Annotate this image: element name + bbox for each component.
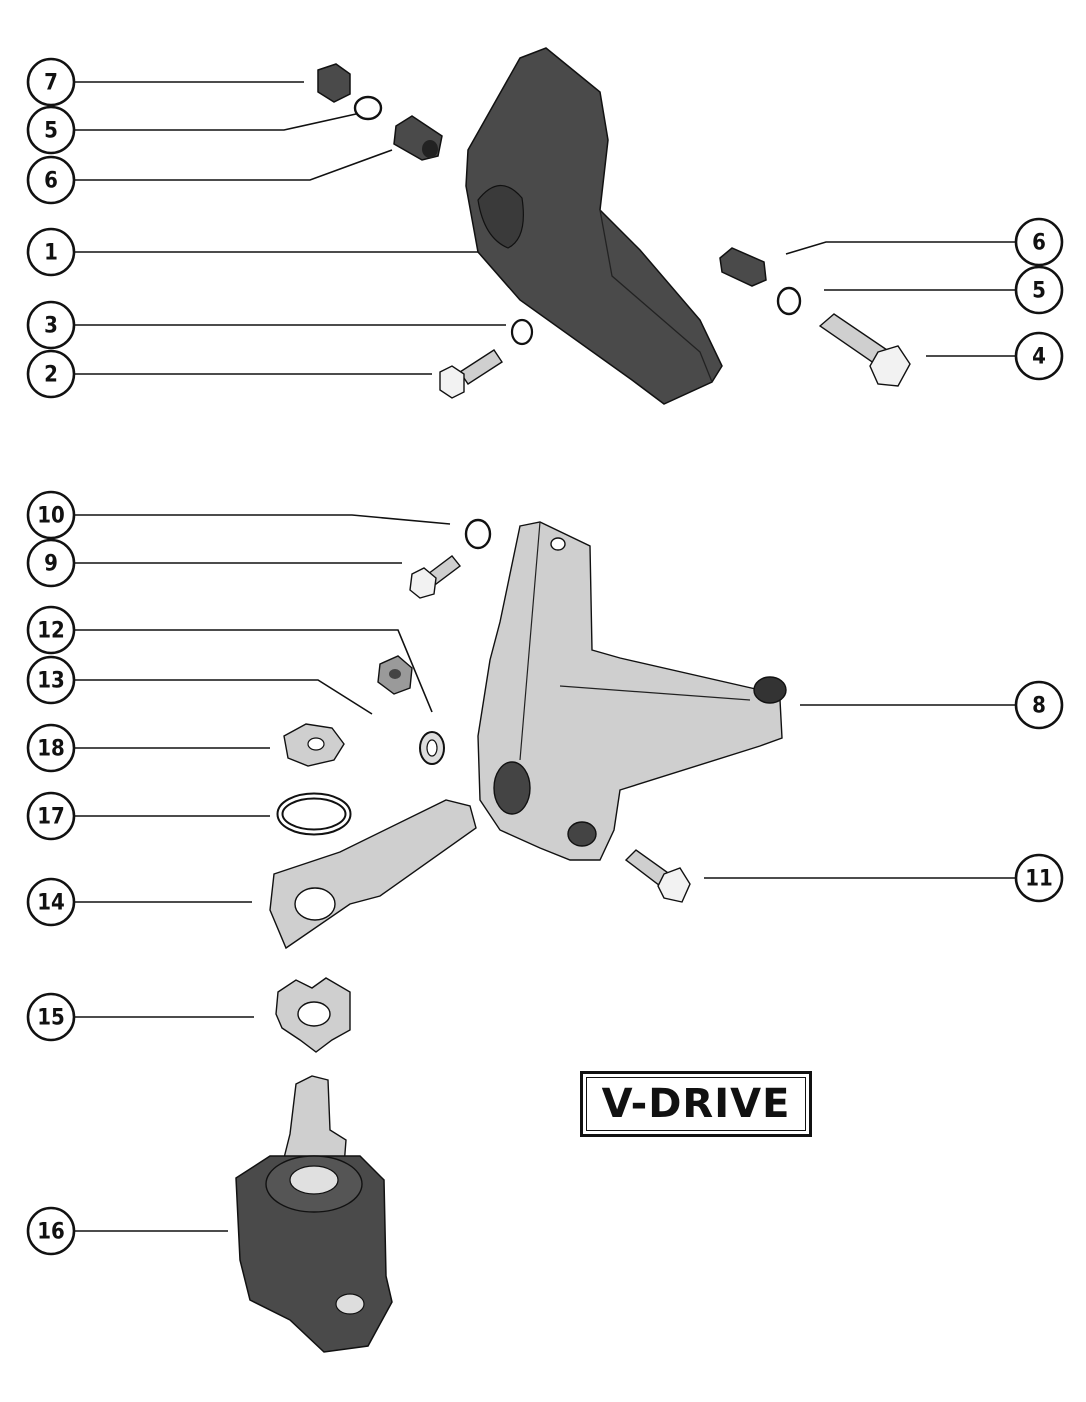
callout-13: 13: [26, 655, 76, 705]
lock-washer-17: [276, 792, 352, 836]
callout-12: 12: [26, 605, 76, 655]
callout-16: 16: [26, 1206, 76, 1256]
link-14: [269, 799, 477, 950]
callout-18: 18: [26, 723, 76, 773]
callout-number: 6: [1032, 231, 1046, 256]
callout-number: 4: [1032, 345, 1046, 370]
lock-washer-5-left: [353, 95, 383, 121]
ball-joint-16: [235, 1075, 393, 1353]
callout-number: 2: [44, 363, 58, 388]
nut-18: [283, 723, 345, 767]
callout-number: 1: [44, 241, 58, 266]
callout-5: 5: [26, 105, 76, 155]
callout-6: 6: [26, 155, 76, 205]
callout-14: 14: [26, 877, 76, 927]
leader-lines: [74, 81, 1016, 1232]
callout-number: 12: [37, 619, 65, 644]
callout-number: 14: [37, 891, 65, 916]
lower-bracket-part: [477, 521, 787, 861]
bolt-4: [818, 313, 911, 387]
callout-11: 11: [1014, 853, 1064, 903]
nut-7: [317, 63, 351, 103]
callout-number: 6: [44, 169, 58, 194]
callout-number: 9: [44, 552, 58, 577]
callout-number: 15: [37, 1006, 65, 1031]
callout-10: 10: [26, 490, 76, 540]
washer-12: [419, 731, 445, 765]
bolt-9: [409, 555, 461, 599]
v-drive-label: V-DRIVE: [601, 1081, 791, 1127]
callouts: 7 5 6 1 3 2 6 5 4 10 9 12 13 18 17 14 15…: [26, 57, 1064, 1256]
tab-washer-15: [275, 977, 351, 1053]
callout-number: 17: [37, 805, 65, 830]
bolt-2: [439, 349, 503, 399]
callout-8: 8: [1014, 680, 1064, 730]
callout-number: 7: [44, 71, 58, 96]
callout-number: 11: [1025, 867, 1053, 892]
callout-17: 17: [26, 791, 76, 841]
spacer-6-right: [719, 247, 767, 287]
bolt-11: [624, 849, 691, 903]
washer-3: [510, 318, 534, 346]
callout-5-right: 5: [1014, 265, 1064, 315]
callout-number: 5: [1032, 279, 1046, 304]
washer-10: [464, 518, 492, 550]
callout-number: 16: [37, 1220, 65, 1245]
callout-number: 18: [37, 737, 65, 762]
v-drive-label-box: V-DRIVE: [580, 1071, 812, 1137]
callout-number: 10: [37, 504, 65, 529]
callout-number: 8: [1032, 694, 1046, 719]
callout-number: 13: [37, 669, 65, 694]
spacer-6-left: [393, 115, 443, 161]
callout-2: 2: [26, 349, 76, 399]
callout-1: 1: [26, 227, 76, 277]
callout-4: 4: [1014, 331, 1064, 381]
nut-13: [377, 655, 413, 695]
callout-6-right: 6: [1014, 217, 1064, 267]
callout-3: 3: [26, 300, 76, 350]
callout-7: 7: [26, 57, 76, 107]
callout-9: 9: [26, 538, 76, 588]
callout-15: 15: [26, 992, 76, 1042]
callout-number: 5: [44, 119, 58, 144]
callout-number: 3: [44, 314, 58, 339]
upper-bracket-part: [465, 47, 723, 405]
lock-washer-5-right: [776, 286, 802, 316]
